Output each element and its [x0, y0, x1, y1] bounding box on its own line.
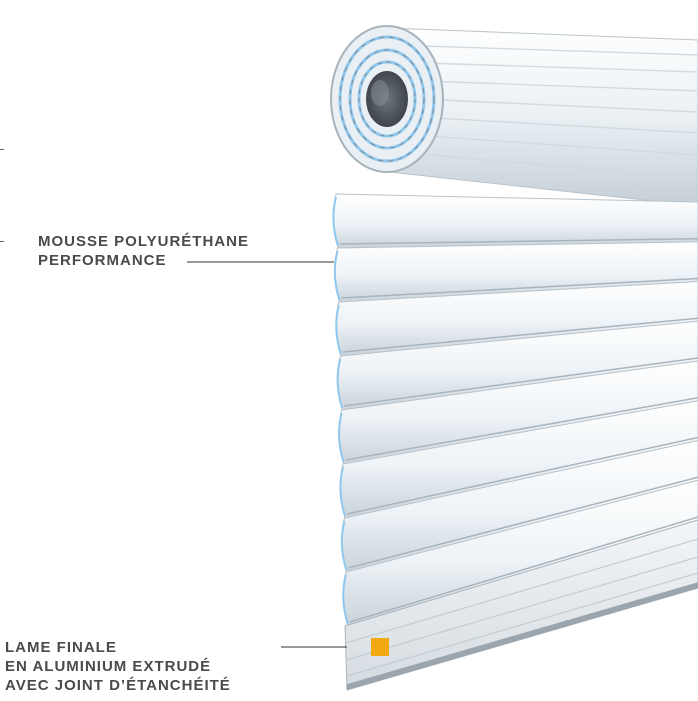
slat-groove [339, 238, 698, 245]
slat-foam-edge [332, 196, 339, 247]
final-slat-callout-line-1: LAME FINALE [5, 639, 117, 656]
edge-tick-mark [0, 241, 4, 242]
slat-groove [348, 476, 698, 569]
edge-tick-mark [0, 149, 4, 150]
final-slat-marker [371, 638, 389, 656]
shutter-slats [332, 193, 698, 627]
slat-foam-edge [335, 304, 342, 355]
drum-coil-end [330, 25, 444, 173]
slat-groove [349, 516, 698, 623]
slat-foam-edge [342, 574, 349, 625]
foam-callout-line-2: PERFORMANCE [38, 252, 167, 269]
slat-foam-edge [333, 250, 341, 301]
slat-groove [346, 436, 698, 515]
foam-callout-label: MOUSSE POLYURÉTHANE PERFORMANCE [38, 232, 249, 270]
slat-foam-edge [336, 358, 344, 409]
final-slat-callout-line-2: EN ALUMINIUM EXTRUDÉ [5, 658, 212, 675]
seal-joint [347, 582, 698, 691]
final-slat-callout-label: LAME FINALE EN ALUMINIUM EXTRUDÉ AVEC JO… [5, 638, 231, 695]
slat-groove [345, 397, 698, 461]
final-slat [344, 519, 698, 691]
slat-foam-edge [338, 412, 345, 463]
final-slat-callout-line-3: AVEC JOINT D’ÉTANCHÉITÉ [5, 677, 231, 694]
slat-foam-edge [340, 520, 348, 571]
slat-groove [341, 277, 698, 299]
slat-foam-edge [339, 466, 346, 517]
slat-groove [344, 357, 698, 407]
slat-groove [342, 317, 698, 353]
foam-callout-line-1: MOUSSE POLYURÉTHANE [38, 233, 249, 250]
